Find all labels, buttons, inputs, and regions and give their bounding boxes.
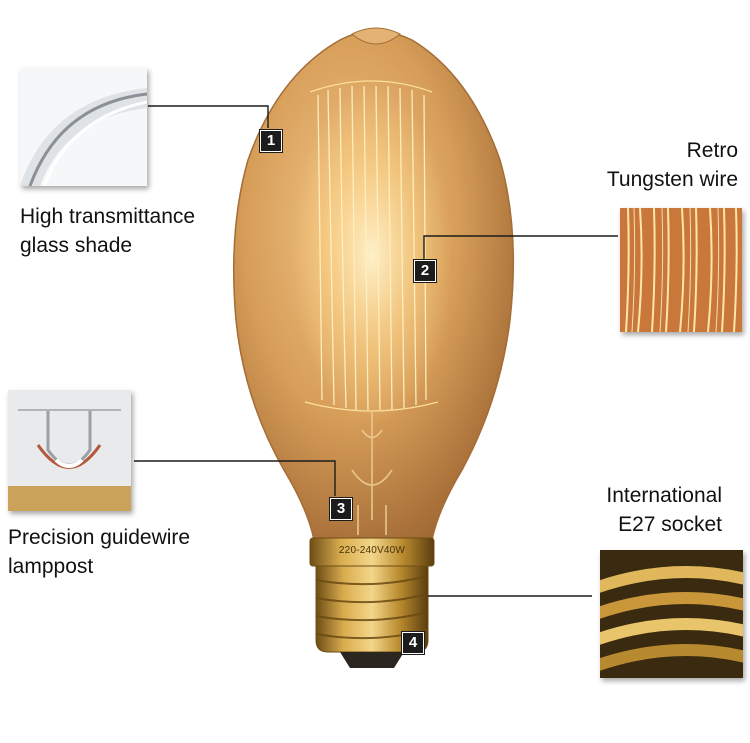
feature-label-guidewire: Precision guidewire lamppost: [8, 526, 191, 578]
feature-label-glass-shade: High transmittance glass shade: [20, 205, 196, 257]
filament-glow: [292, 85, 452, 425]
tungsten-wire-thumbnail: [620, 208, 742, 332]
glass-shade-thumbnail: [20, 68, 147, 186]
e27-base: [309, 537, 435, 668]
feature-label-e27-socket: International E27 socket: [606, 484, 722, 536]
badge-2: 2: [414, 260, 436, 282]
tungsten-filament: [304, 80, 439, 412]
glass-tip: [351, 27, 401, 45]
glass-stem: [351, 410, 393, 535]
badge-3: 3: [330, 498, 352, 520]
badge-4: 4: [402, 632, 424, 654]
guidewire-thumbnail: [8, 390, 131, 511]
feature-label-tungsten-wire: Retro Tungsten wire: [606, 139, 738, 191]
socket-marking: 220-240V40W: [338, 545, 406, 556]
badge-1: 1: [260, 130, 282, 152]
e27-socket-thumbnail: [600, 550, 743, 678]
callout-lines: [134, 105, 618, 597]
